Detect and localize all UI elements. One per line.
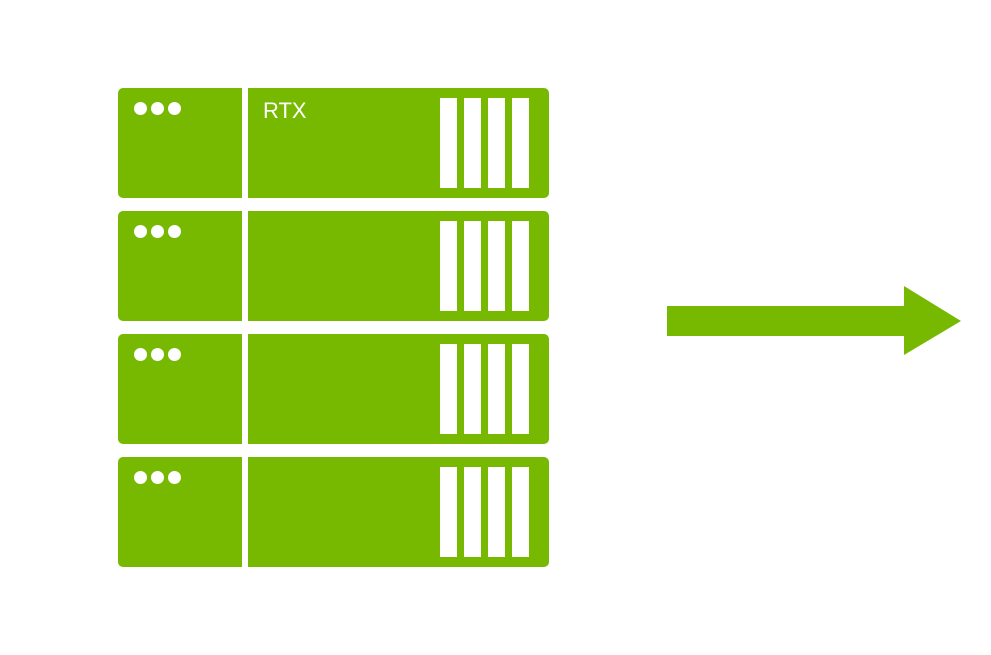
vent-slot [464, 344, 481, 434]
status-light-icon [134, 225, 147, 238]
status-light-icon [151, 225, 164, 238]
vent-slot [464, 221, 481, 311]
vent-slot [488, 221, 505, 311]
vent-slot [512, 98, 529, 188]
status-light-icon [151, 471, 164, 484]
unit-front-panel [118, 334, 242, 444]
status-lights [134, 102, 181, 115]
unit-body [248, 334, 549, 444]
vent-slot [512, 221, 529, 311]
status-lights [134, 348, 181, 361]
vent-slot [512, 467, 529, 557]
vent-slot [464, 98, 481, 188]
status-light-icon [151, 102, 164, 115]
unit-body [248, 457, 549, 567]
server-unit-4 [118, 457, 549, 567]
vent-slot [440, 467, 457, 557]
status-light-icon [168, 225, 181, 238]
unit-front-panel [118, 211, 242, 321]
arrow-shape [667, 286, 961, 355]
status-light-icon [134, 348, 147, 361]
status-light-icon [168, 102, 181, 115]
unit-body: RTX [248, 88, 549, 198]
vent-slot [512, 344, 529, 434]
unit-label: RTX [263, 98, 307, 123]
status-light-icon [168, 348, 181, 361]
status-light-icon [151, 348, 164, 361]
vent-slot [440, 221, 457, 311]
server-unit-3 [118, 334, 549, 444]
status-lights [134, 471, 181, 484]
server-unit-1: RTX [118, 88, 549, 198]
arrow-right-icon [667, 286, 961, 355]
vent-slot [440, 98, 457, 188]
vent-slot [440, 344, 457, 434]
vent-slot [464, 467, 481, 557]
unit-front-panel [118, 457, 242, 567]
vent-slot [488, 98, 505, 188]
status-lights [134, 225, 181, 238]
unit-front-panel [118, 88, 242, 198]
vent-grille [440, 98, 529, 188]
vent-slot [488, 467, 505, 557]
status-light-icon [134, 102, 147, 115]
unit-body [248, 211, 549, 321]
status-light-icon [134, 471, 147, 484]
vent-grille [440, 221, 529, 311]
vent-grille [440, 467, 529, 557]
server-unit-2 [118, 211, 549, 321]
vent-slot [488, 344, 505, 434]
status-light-icon [168, 471, 181, 484]
vent-grille [440, 344, 529, 434]
